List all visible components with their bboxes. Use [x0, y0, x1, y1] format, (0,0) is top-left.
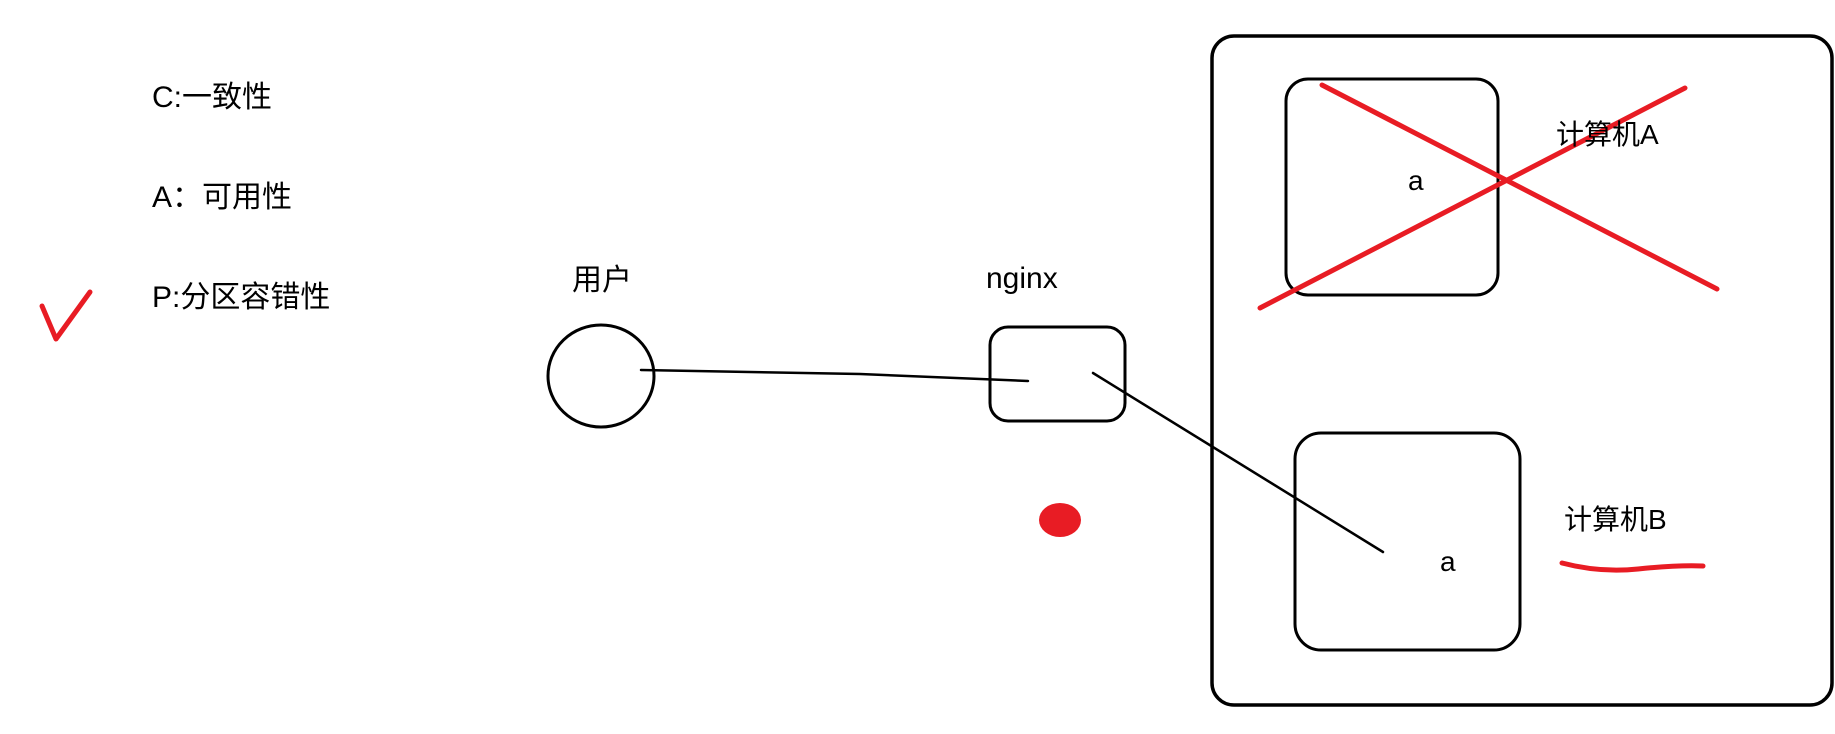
computer-b-instance-label: a	[1440, 546, 1456, 577]
nginx-box	[988, 325, 1127, 423]
user-circle	[546, 323, 656, 429]
note-availability: A：可用性	[152, 181, 293, 214]
computer-a-label: 计算机A	[1556, 119, 1659, 150]
nginx-to-computer-b-line	[1091, 371, 1385, 554]
user-to-nginx-line	[639, 368, 1030, 383]
red-dot	[1039, 503, 1081, 537]
computer-b-box	[1293, 431, 1522, 652]
checkmark-stroke	[39, 289, 93, 342]
computer-b-underline	[1559, 560, 1706, 573]
note-partition-tolerance: P:分区容错性	[152, 281, 331, 314]
computer-a-box	[1284, 77, 1500, 297]
user-label: 用户	[572, 264, 632, 297]
nginx-label: nginx	[986, 262, 1058, 295]
cross-out-stroke-1	[1319, 82, 1720, 292]
note-consistency: C:一致性	[152, 81, 272, 114]
computer-b-label: 计算机B	[1564, 504, 1667, 535]
cluster-container-box	[1210, 34, 1834, 707]
computer-a-instance-label: a	[1408, 165, 1424, 196]
cross-out-stroke-2	[1257, 85, 1688, 311]
